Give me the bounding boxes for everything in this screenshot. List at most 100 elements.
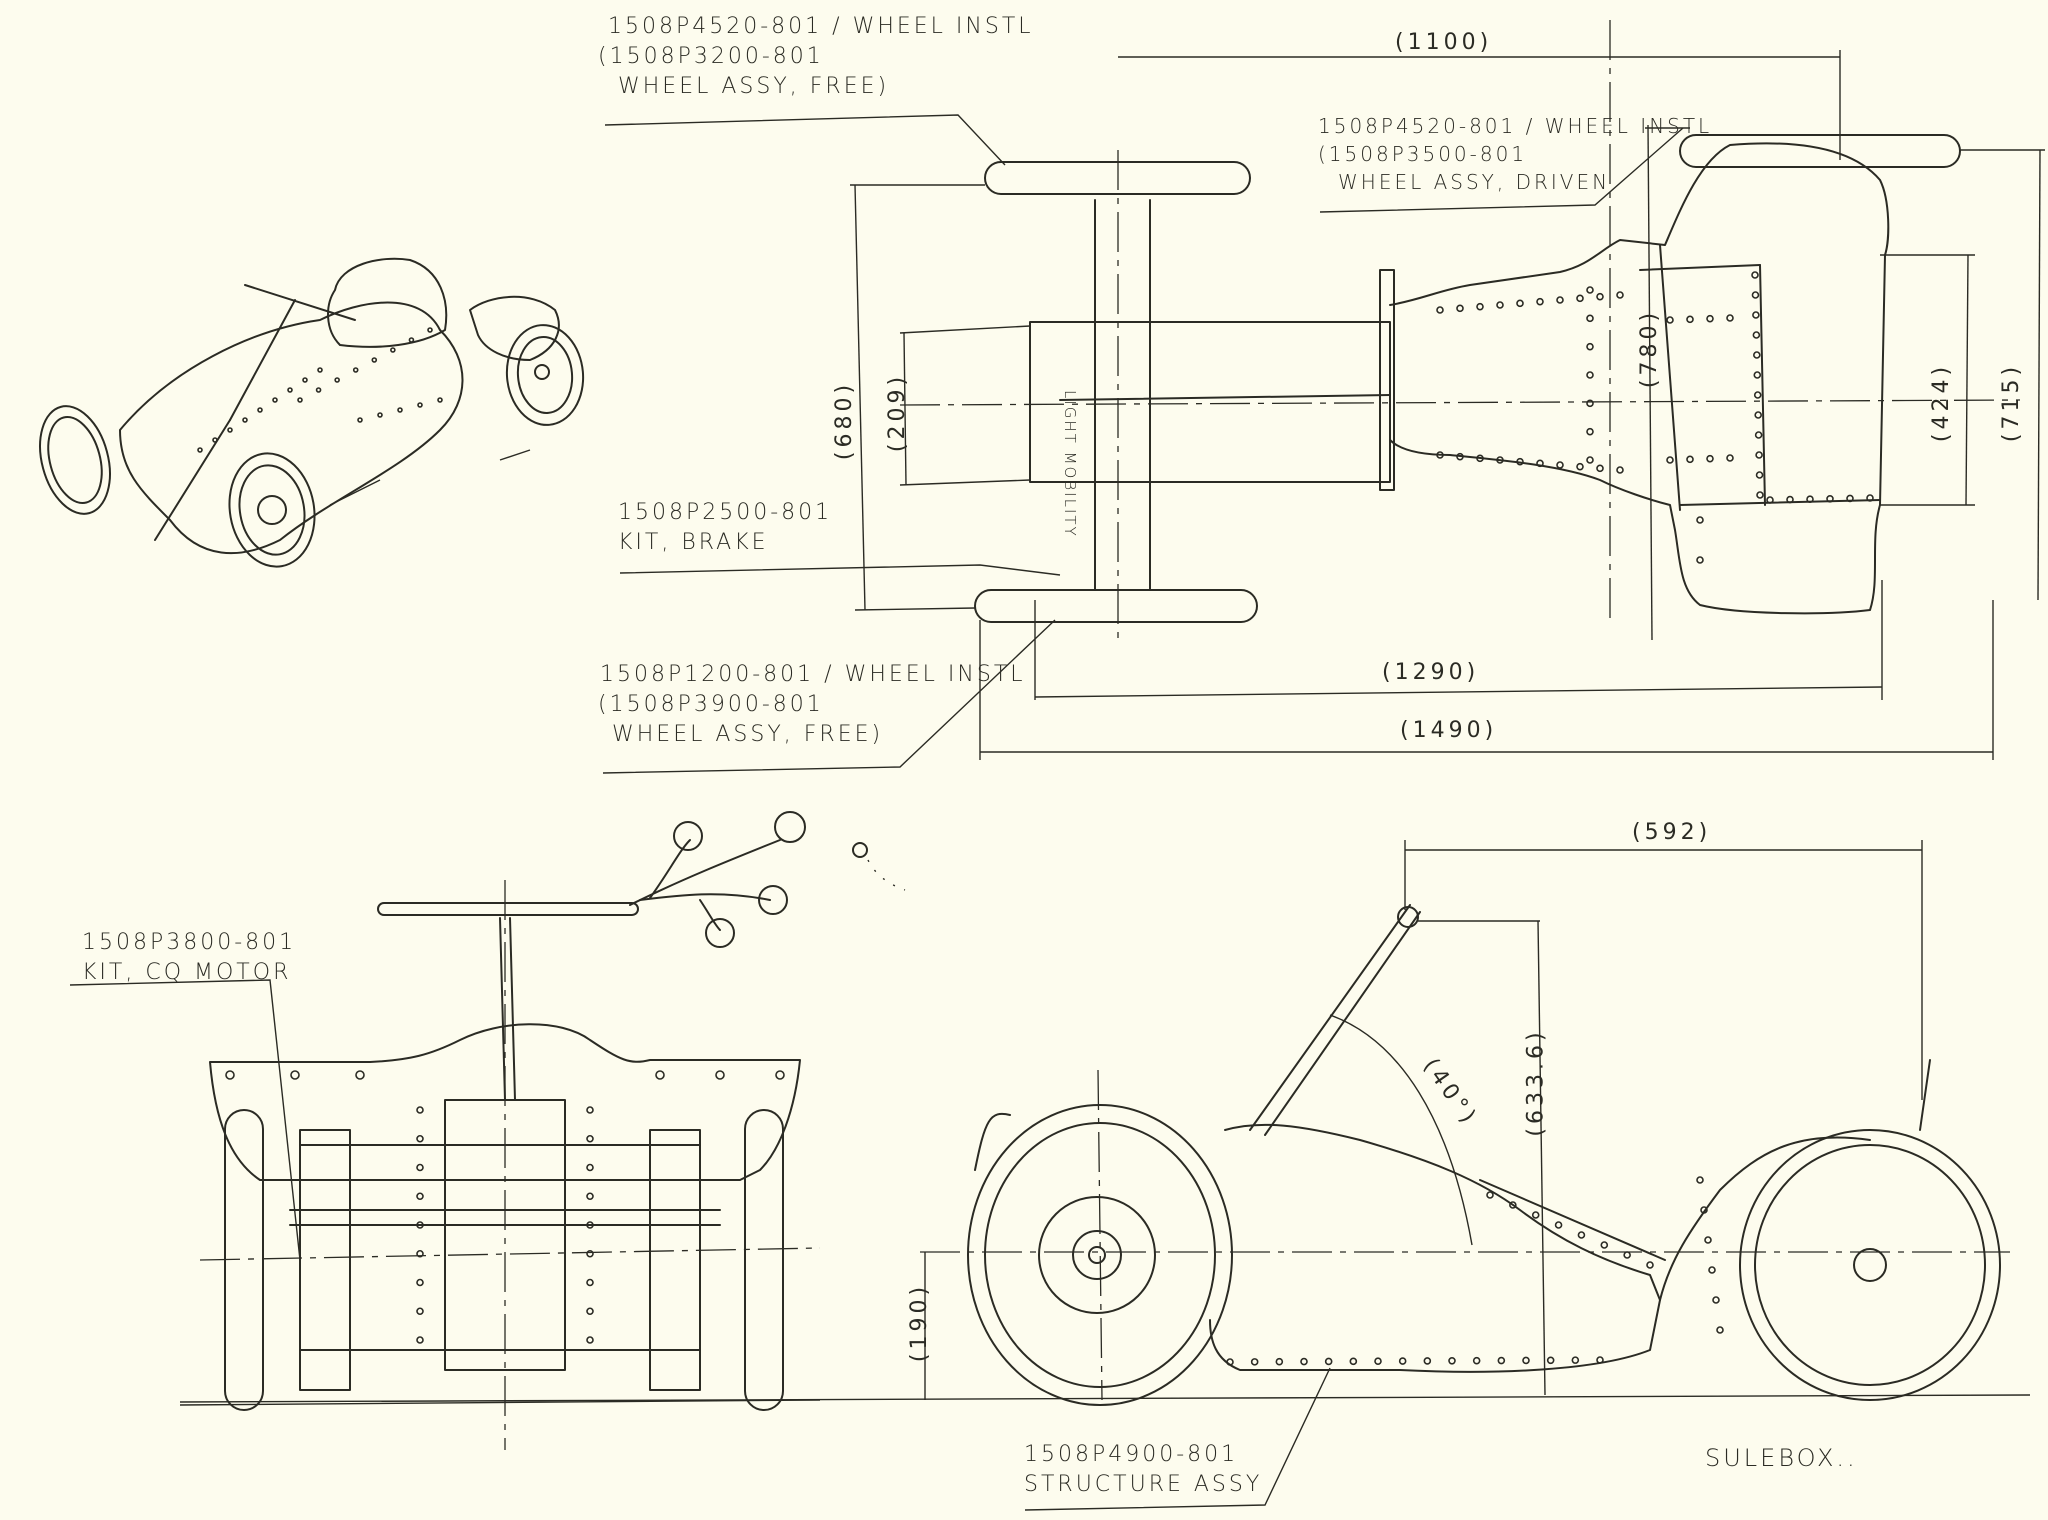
rivet <box>416 1134 424 1143</box>
plan-steering-shaft <box>1059 394 1391 401</box>
side-rear-post <box>1919 1059 1931 1131</box>
dim-axle-height: (190) <box>907 1282 933 1363</box>
rivet <box>1596 464 1604 473</box>
rivet <box>1531 1211 1540 1219</box>
side-tire-shade <box>974 1112 1011 1171</box>
callout-description: WHEEL ASSY, DRIVEN <box>1338 170 1611 194</box>
rivet <box>1752 311 1760 319</box>
iso-shadow-line <box>329 479 381 506</box>
rivet <box>1456 304 1464 313</box>
dim-line-680 <box>854 184 866 611</box>
iso-rear-fender <box>469 295 560 361</box>
rivet <box>586 1163 594 1172</box>
rivet <box>1586 427 1594 436</box>
rivet <box>1716 1326 1724 1334</box>
rivet <box>225 1070 235 1080</box>
rivet <box>1596 1356 1604 1364</box>
plan-rear-wheel <box>1679 134 1961 168</box>
rivet <box>1616 466 1624 474</box>
rivet <box>1826 494 1834 503</box>
rivet <box>1556 461 1564 469</box>
rivet <box>1754 431 1763 439</box>
rivet <box>377 412 383 418</box>
rivet <box>355 1070 365 1080</box>
flower-2 <box>774 811 806 843</box>
rivet <box>1755 451 1763 459</box>
flower-4 <box>705 918 735 948</box>
rivet <box>1476 302 1484 311</box>
rivet <box>586 1221 594 1229</box>
iso-rear-wheel <box>505 324 585 426</box>
dim-ext-209-top <box>899 325 1031 334</box>
rivet <box>586 1106 594 1114</box>
rivet <box>1571 1356 1580 1364</box>
leader-rear-wheel <box>1319 127 1684 213</box>
plan-body-seam-2 <box>1759 264 1766 506</box>
plan-body-seam-top <box>1639 264 1761 271</box>
rivet <box>1509 1201 1517 1209</box>
rivet <box>437 397 443 403</box>
callout-part-number: 1508P4520-801 / WHEEL INSTL <box>608 14 1034 39</box>
flower-stem-4 <box>699 899 721 931</box>
callout-description: WHEEL ASSY, FREE) <box>618 74 890 99</box>
rivet <box>1448 1357 1456 1365</box>
rivet <box>1349 1357 1358 1366</box>
rivet <box>1497 1356 1506 1365</box>
rivet <box>1374 1357 1382 1365</box>
front-handlebar <box>377 902 639 916</box>
isometric-view <box>39 257 585 568</box>
front-steering-column <box>499 917 506 1101</box>
leader-front-wheel-bottom <box>602 619 1056 774</box>
rivet <box>315 387 322 393</box>
rivet <box>1300 1357 1308 1366</box>
rivet <box>655 1070 665 1080</box>
callout-rear-wheel-top: 1508P4520-801 / WHEEL INSTL (1508P3500-8… <box>1318 112 1712 196</box>
plan-body-seam-bottom <box>1679 499 1881 506</box>
rivet <box>1666 456 1674 464</box>
side-brake-disc <box>1038 1196 1156 1314</box>
rivet <box>1686 455 1694 464</box>
callout-part-number: 1508P4520-801 / WHEEL INSTL <box>1318 114 1713 138</box>
iso-steering-column-lower <box>154 419 231 541</box>
rivet <box>1586 314 1594 323</box>
iso-front-right-wheel <box>228 452 316 568</box>
front-view <box>69 880 821 1450</box>
rivet <box>1556 296 1564 304</box>
rivet <box>586 1249 594 1258</box>
rivet <box>1472 1356 1481 1365</box>
dim-track-front: (680) <box>832 380 858 461</box>
bee <box>852 842 868 858</box>
dim-line-209 <box>903 332 907 486</box>
front-steering-column-2 <box>509 917 516 1101</box>
rivet <box>1755 471 1764 479</box>
rivet <box>212 437 218 443</box>
rivet <box>1751 291 1760 299</box>
rivet <box>408 337 415 343</box>
rivet <box>1586 342 1594 351</box>
rivet <box>1786 495 1794 504</box>
rivet <box>416 1307 424 1316</box>
rivet <box>1250 1358 1259 1366</box>
rivet <box>1423 1357 1432 1365</box>
rivet <box>1752 331 1761 339</box>
plan-longitudinal-centerline <box>899 399 2021 406</box>
rivet <box>1712 1296 1720 1304</box>
plan-rivets <box>1436 271 1874 564</box>
rivet <box>1596 292 1604 301</box>
rivet <box>1706 454 1714 463</box>
bee-trail <box>867 859 906 891</box>
rivet <box>586 1134 594 1143</box>
rivet <box>397 407 403 413</box>
rivet <box>1696 1176 1704 1184</box>
rivet <box>416 1163 424 1172</box>
rivet <box>1522 1356 1530 1365</box>
flower-1 <box>673 821 703 851</box>
rivet <box>1866 494 1874 502</box>
rivet <box>417 402 423 408</box>
rivet <box>390 347 396 353</box>
rivet <box>1700 1206 1708 1214</box>
flower-stem-2 <box>639 893 771 901</box>
callout-motor: 1508P3800-801 KIT, CQ MOTOR <box>82 928 296 988</box>
rivet <box>1586 371 1594 379</box>
